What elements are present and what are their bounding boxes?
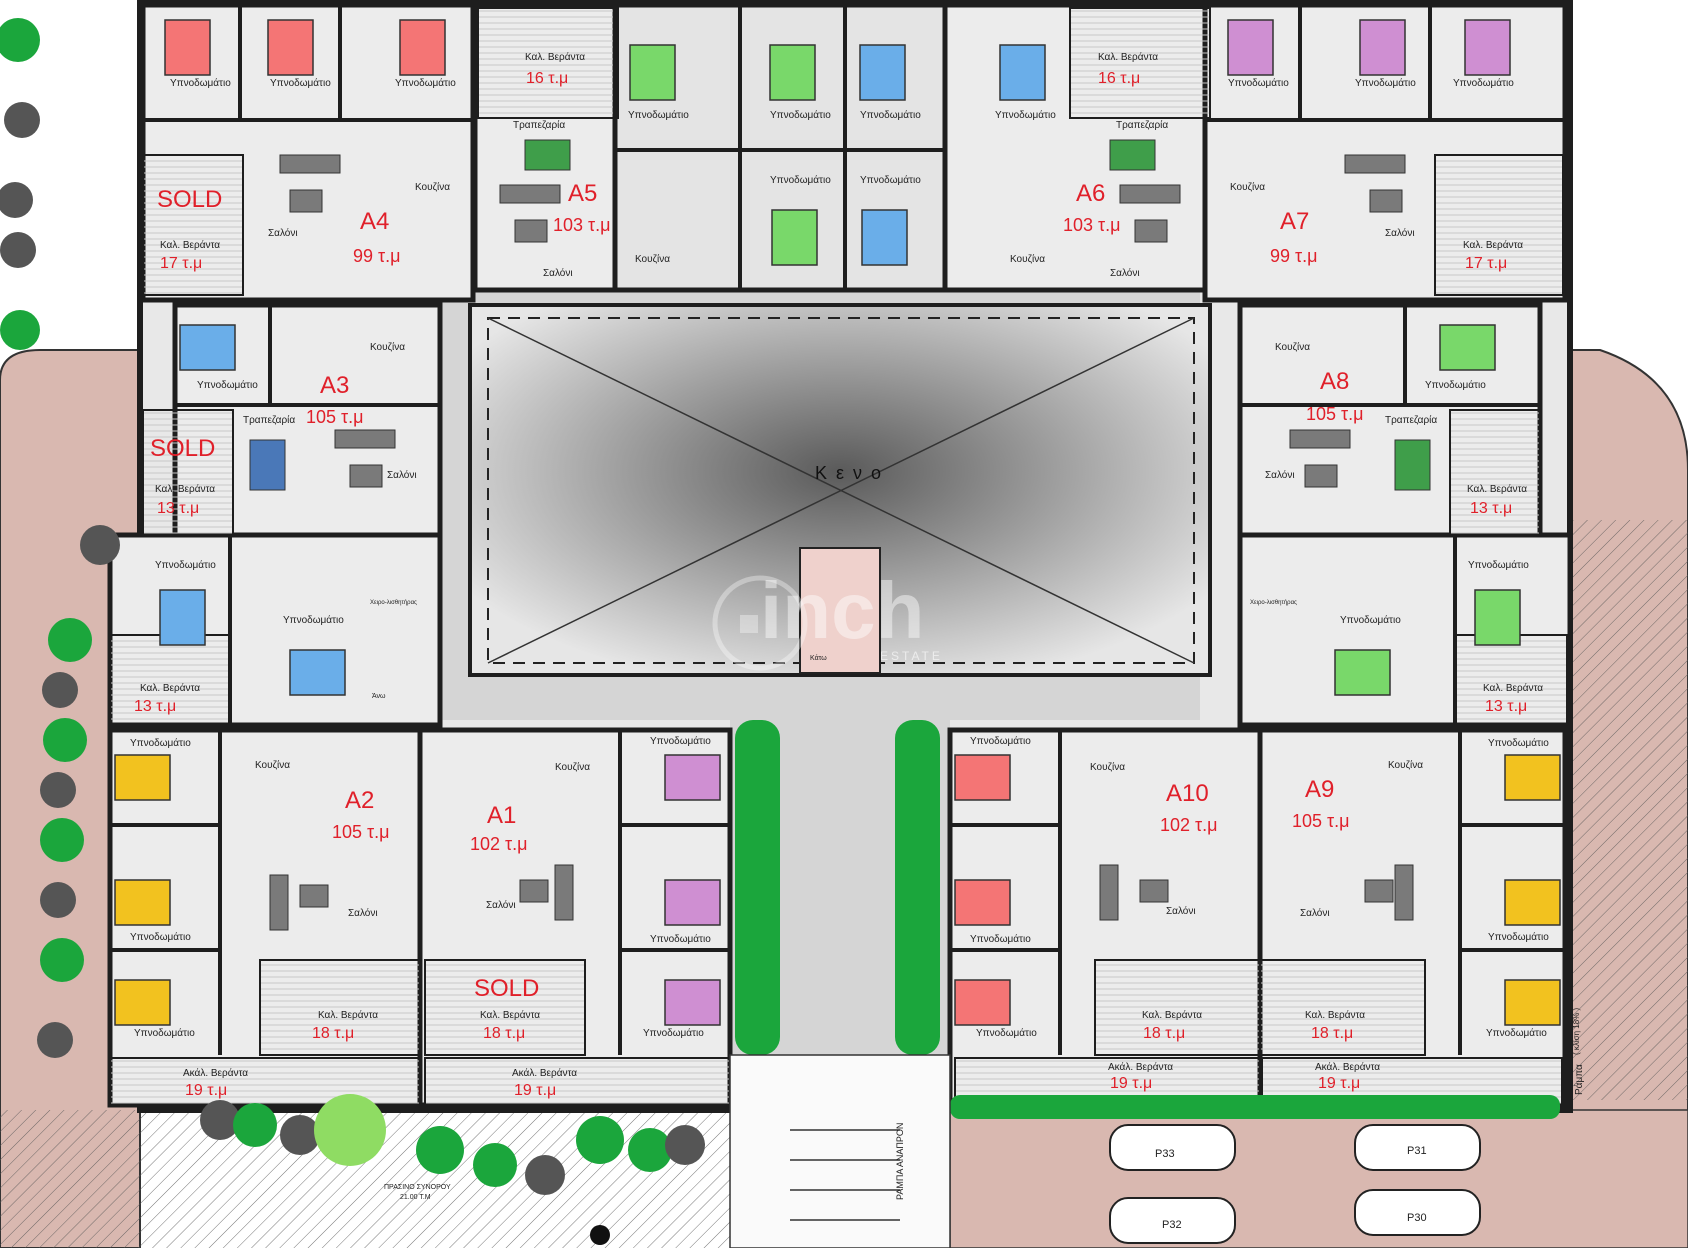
bed-icon bbox=[267, 19, 314, 76]
beds bbox=[114, 19, 1561, 1026]
bed-icon bbox=[771, 209, 818, 266]
hedges bbox=[735, 720, 1560, 1119]
bed-icon bbox=[769, 44, 816, 101]
watermark-logo bbox=[712, 575, 808, 671]
car-icon bbox=[1354, 1189, 1481, 1236]
central-void bbox=[468, 303, 1212, 677]
ramp bbox=[729, 1054, 951, 1248]
bed-icon bbox=[1227, 19, 1274, 76]
bed-icon bbox=[629, 44, 676, 101]
furniture bbox=[249, 139, 1431, 931]
verandas bbox=[109, 7, 1568, 1107]
car-icon bbox=[1354, 1124, 1481, 1171]
car-icon bbox=[1109, 1124, 1236, 1171]
bed-icon bbox=[1474, 589, 1521, 646]
bed-icon bbox=[1334, 649, 1391, 696]
bed-icon bbox=[1439, 324, 1496, 371]
bed-icon bbox=[179, 324, 236, 371]
bed-icon bbox=[954, 879, 1011, 926]
parking-cars bbox=[1109, 1124, 1481, 1244]
bed-icon bbox=[1504, 754, 1561, 801]
bed-icon bbox=[664, 979, 721, 1026]
bed-icon bbox=[999, 44, 1046, 101]
bed-icon bbox=[1464, 19, 1511, 76]
bed-icon bbox=[954, 979, 1011, 1026]
bed-icon bbox=[114, 979, 171, 1026]
bed-icon bbox=[289, 649, 346, 696]
bed-icon bbox=[1504, 879, 1561, 926]
parking-area bbox=[949, 1109, 1688, 1248]
bed-icon bbox=[399, 19, 446, 76]
bed-icon bbox=[859, 44, 906, 101]
bed-icon bbox=[159, 589, 206, 646]
partitions bbox=[110, 5, 1565, 1055]
bed-icon bbox=[164, 19, 211, 76]
bed-icon bbox=[114, 879, 171, 926]
stair-core bbox=[799, 547, 881, 674]
bed-icon bbox=[1359, 19, 1406, 76]
trees bbox=[0, 18, 705, 1245]
bed-icon bbox=[114, 754, 171, 801]
bed-icon bbox=[1504, 979, 1561, 1026]
car-icon bbox=[1109, 1197, 1236, 1244]
bed-icon bbox=[664, 879, 721, 926]
bed-icon bbox=[954, 754, 1011, 801]
bed-icon bbox=[664, 754, 721, 801]
bed-icon bbox=[861, 209, 908, 266]
